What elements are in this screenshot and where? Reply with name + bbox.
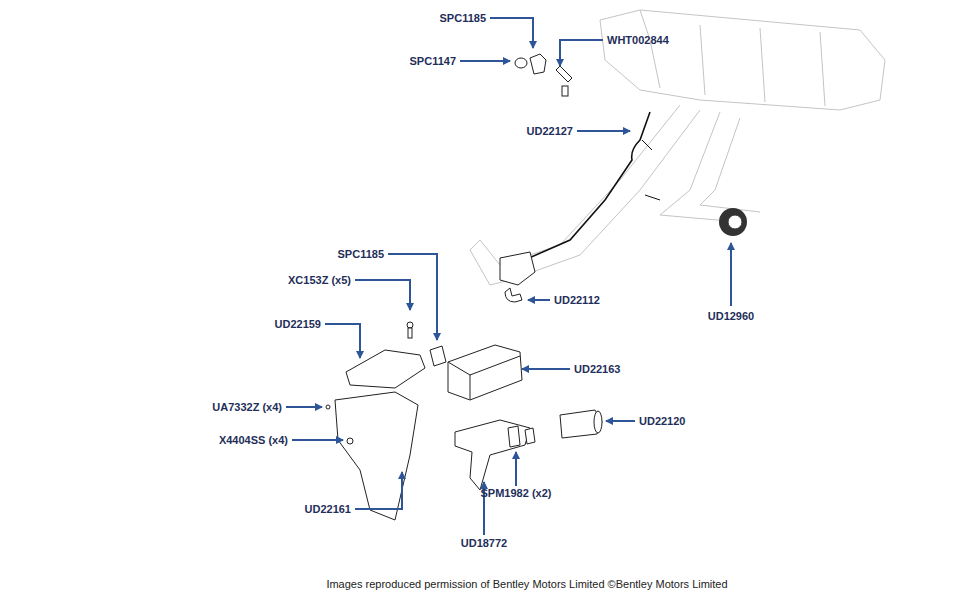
part-number: UD22159 (275, 318, 321, 331)
gearbox-outline (470, 10, 885, 285)
part-number: SPC1185 (440, 12, 486, 25)
part-number: UD22112 (554, 294, 600, 307)
part-number: UD22161 (305, 503, 351, 516)
copyright-caption: Images reproduced permission of Bentley … (326, 578, 727, 591)
part-number: X4404SS (x4) (219, 434, 288, 447)
bracket-parts (500, 252, 535, 302)
cable-clip (642, 140, 660, 200)
part-number: SPM1982 (x2) (481, 487, 552, 500)
part-number: UD12960 (708, 310, 754, 323)
part-number: UD18772 (461, 537, 507, 550)
part-number: UD22163 (574, 363, 620, 376)
part-number: UA7332Z (x4) (212, 401, 282, 414)
part-number: SPC1147 (410, 55, 456, 68)
part-number: UD22120 (639, 415, 685, 428)
part-number: XC153Z (x5) (288, 274, 351, 287)
seal-ring (719, 208, 747, 236)
selector-cable (520, 112, 650, 262)
small-parts (515, 54, 572, 96)
part-number: UD22127 (527, 125, 573, 138)
part-number: WHT002844 (607, 34, 669, 47)
leader-arrows (286, 18, 731, 535)
part-number: SPC1185 (338, 248, 384, 261)
lower-parts (326, 322, 602, 520)
